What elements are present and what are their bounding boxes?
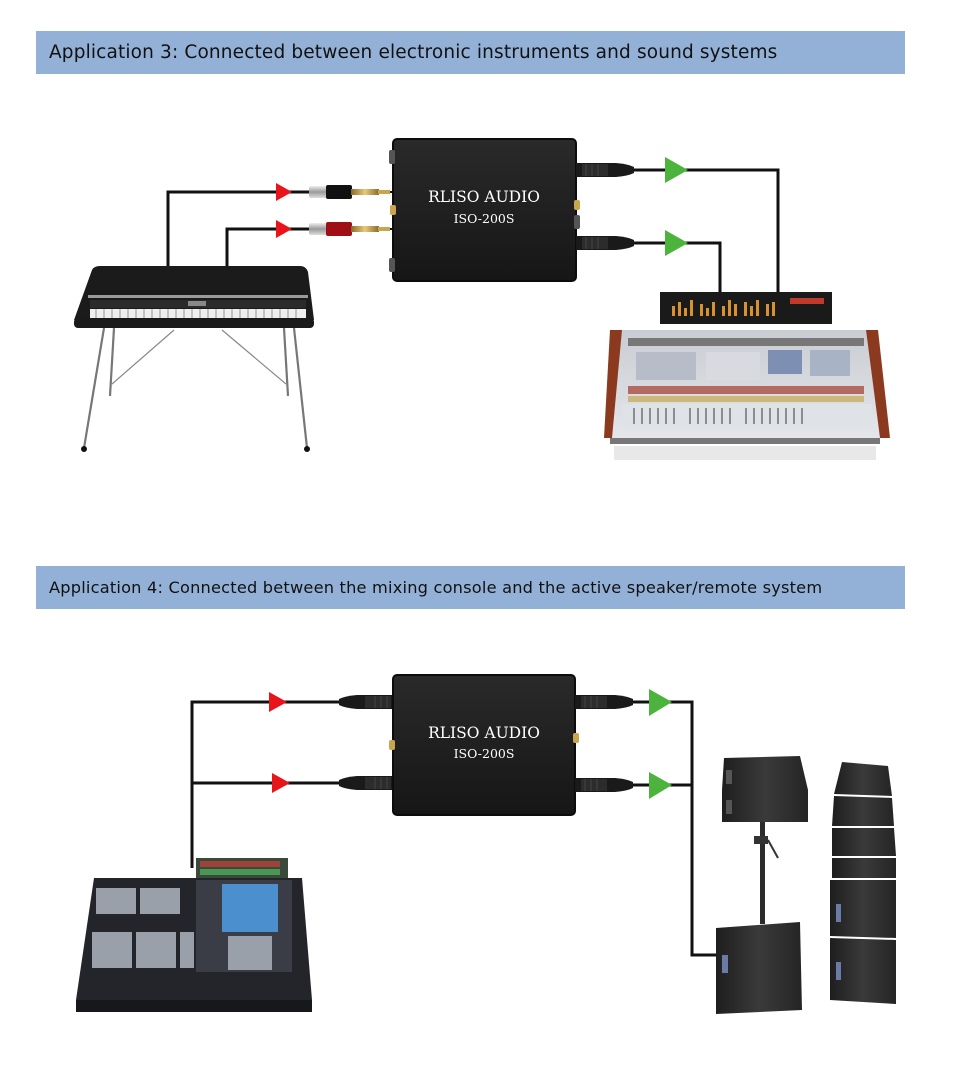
xlr-input-a4-1 xyxy=(338,694,398,710)
application-3-banner: Application 3: Connected between electro… xyxy=(36,31,905,74)
jack-plug-red xyxy=(309,222,400,236)
electric-piano xyxy=(74,266,314,452)
output-arrow-a4-1 xyxy=(649,689,672,716)
xlr-output-a4-2 xyxy=(574,777,634,793)
isolator-model-app4: ISO-200S xyxy=(454,746,515,761)
xlr-output-2 xyxy=(575,235,635,251)
output-arrow-1 xyxy=(665,157,688,183)
output-arrow-2 xyxy=(665,230,688,256)
isolator-model-app3: ISO-200S xyxy=(454,211,515,226)
input-wire-1 xyxy=(166,190,310,268)
output-wire-2 xyxy=(634,241,722,298)
output-wire-1 xyxy=(634,168,780,298)
line-array-speakers xyxy=(716,756,896,1014)
isolator-device-app3: RLISO AUDIO ISO-200S xyxy=(389,138,580,282)
application-3-diagram: RLISO AUDIO ISO-200S xyxy=(74,138,890,460)
input-arrow-1 xyxy=(276,183,292,201)
isolator-brand-app4: RLISO AUDIO xyxy=(428,724,540,742)
isolator-device-app4: RLISO AUDIO ISO-200S xyxy=(389,674,579,816)
output-wire-a4-1 xyxy=(633,700,716,957)
digital-mixing-console-app3 xyxy=(604,292,890,460)
application-4-diagram: RLISO AUDIO ISO-200S xyxy=(76,674,896,1014)
input-arrow-a4-2 xyxy=(272,773,290,793)
speaker-on-pole xyxy=(716,756,808,1014)
xlr-output-a4-1 xyxy=(574,694,634,710)
input-wire-a4-1 xyxy=(190,700,340,868)
input-arrow-2 xyxy=(276,220,292,238)
application-4-banner: Application 4: Connected between the mix… xyxy=(36,566,905,609)
input-arrow-a4-1 xyxy=(269,692,287,712)
application-3-title: Application 3: Connected between electro… xyxy=(49,42,778,63)
digital-mixing-console-app4 xyxy=(76,858,312,1012)
isolator-brand-app3: RLISO AUDIO xyxy=(428,188,540,206)
speaker-stack xyxy=(830,762,896,1004)
application-4-title: Application 4: Connected between the mix… xyxy=(49,578,823,597)
jack-plug-black xyxy=(309,185,400,199)
xlr-input-a4-2 xyxy=(338,775,398,791)
input-wire-2 xyxy=(225,227,310,268)
output-arrow-a4-2 xyxy=(649,772,672,799)
xlr-output-1 xyxy=(575,162,635,178)
